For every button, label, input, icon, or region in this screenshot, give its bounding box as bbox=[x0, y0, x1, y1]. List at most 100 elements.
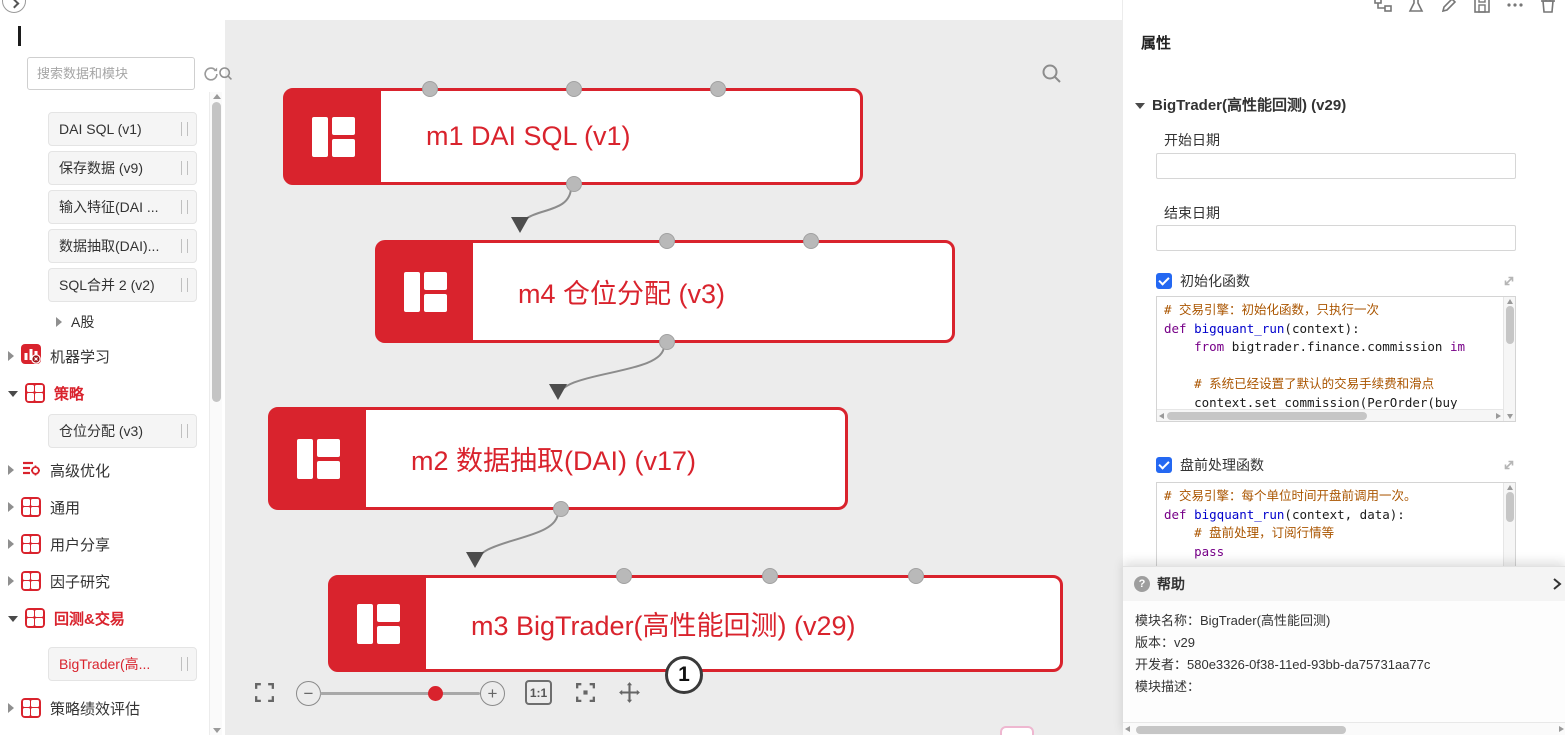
module-item-data-extract[interactable]: 数据抽取(DAI)... bbox=[48, 229, 197, 263]
hscroll-thumb[interactable] bbox=[1136, 725, 1346, 734]
start-date-input[interactable] bbox=[1156, 153, 1516, 179]
pre-trading-code-editor[interactable]: # 交易引擎：每个单位时间开盘前调用一次。def bigquant_run(co… bbox=[1156, 482, 1516, 574]
help-hscrollbar[interactable] bbox=[1123, 722, 1565, 735]
trash-icon[interactable] bbox=[1537, 0, 1559, 15]
editor-hscrollbar[interactable] bbox=[1157, 409, 1503, 421]
drag-handle-icon[interactable] bbox=[181, 200, 188, 214]
drag-handle-icon[interactable] bbox=[181, 239, 188, 253]
module-item-input-features[interactable]: 输入特征(DAI ... bbox=[48, 190, 197, 224]
collapse-right-icon[interactable] bbox=[1552, 577, 1562, 591]
output-port[interactable] bbox=[553, 501, 569, 517]
drag-handle-icon[interactable] bbox=[181, 424, 188, 438]
fullscreen-icon[interactable] bbox=[252, 680, 277, 705]
node-m1[interactable]: m1 DAI SQL (v1) bbox=[283, 81, 863, 192]
input-port[interactable] bbox=[566, 81, 582, 97]
zoom-in-button[interactable]: + bbox=[480, 681, 505, 706]
sidebar-collapse-button[interactable] bbox=[14, 26, 32, 46]
code-content[interactable]: # 交易引擎：每个单位时间开盘前调用一次。def bigquant_run(co… bbox=[1164, 488, 1417, 559]
drag-handle-icon[interactable] bbox=[181, 122, 188, 136]
scroll-down-icon[interactable] bbox=[1506, 414, 1513, 419]
zoom-slider-handle[interactable] bbox=[428, 686, 443, 701]
caret-right-icon[interactable] bbox=[8, 703, 14, 713]
scroll-left-icon[interactable] bbox=[1125, 726, 1130, 732]
hscroll-thumb[interactable] bbox=[1167, 412, 1367, 420]
partial-node[interactable] bbox=[1000, 726, 1034, 735]
pre-trading-checkbox[interactable] bbox=[1156, 457, 1172, 473]
caret-right-icon[interactable] bbox=[8, 351, 14, 361]
caret-down-icon[interactable] bbox=[1135, 102, 1145, 109]
group-strategy[interactable]: 策略 bbox=[0, 378, 209, 408]
expand-editor-icon[interactable] bbox=[1502, 274, 1516, 288]
fit-view-icon[interactable] bbox=[573, 680, 598, 705]
pan-tool-icon[interactable] bbox=[617, 680, 642, 705]
vscroll-thumb[interactable] bbox=[1506, 492, 1514, 522]
caret-right-icon[interactable] bbox=[8, 576, 14, 586]
edge-m2-m3[interactable] bbox=[466, 511, 559, 568]
group-common[interactable]: 通用 bbox=[0, 492, 209, 522]
node-m4[interactable]: m4 仓位分配 (v3) bbox=[375, 233, 955, 350]
group-user-share[interactable]: 用户分享 bbox=[0, 529, 209, 559]
group-machine-learning[interactable]: 机器学习 bbox=[0, 341, 209, 371]
module-item-bigtrader[interactable]: BigTrader(高... bbox=[48, 647, 197, 681]
caret-right-icon[interactable] bbox=[56, 317, 62, 327]
end-date-input[interactable] bbox=[1156, 225, 1516, 251]
zoom-reset-button[interactable]: 1:1 bbox=[525, 680, 552, 705]
flask-icon[interactable] bbox=[1405, 0, 1427, 15]
input-port[interactable] bbox=[710, 81, 726, 97]
caret-down-icon[interactable] bbox=[8, 616, 18, 622]
edge-m4-m2[interactable] bbox=[549, 345, 665, 400]
group-performance-eval[interactable]: 策略绩效评估 bbox=[0, 693, 209, 723]
module-search-box[interactable] bbox=[27, 57, 232, 90]
search-input[interactable] bbox=[28, 66, 217, 81]
expand-editor-icon[interactable] bbox=[1502, 458, 1516, 472]
input-port[interactable] bbox=[908, 568, 924, 584]
group-backtest-trading[interactable]: 回测&交易 bbox=[0, 603, 209, 633]
output-port[interactable] bbox=[659, 334, 675, 350]
save-icon[interactable] bbox=[1471, 0, 1493, 15]
more-icon[interactable] bbox=[1504, 0, 1526, 15]
output-port[interactable] bbox=[566, 176, 582, 192]
input-port[interactable] bbox=[803, 233, 819, 249]
scroll-down-icon[interactable] bbox=[213, 728, 221, 733]
node-m2[interactable]: m2 数据抽取(DAI) (v17) bbox=[268, 407, 848, 517]
module-item-dai-sql[interactable]: DAI SQL (v1) bbox=[48, 112, 197, 146]
module-item-sql-merge[interactable]: SQL合并 2 (v2) bbox=[48, 268, 197, 302]
edit-icon[interactable] bbox=[1438, 0, 1460, 15]
drag-handle-icon[interactable] bbox=[181, 657, 188, 671]
init-function-checkbox[interactable] bbox=[1156, 273, 1172, 289]
edge-m1-m4[interactable] bbox=[511, 186, 572, 233]
input-port[interactable] bbox=[422, 81, 438, 97]
editor-vscrollbar[interactable] bbox=[1503, 483, 1515, 573]
scroll-up-icon[interactable] bbox=[1506, 485, 1513, 490]
caret-right-icon[interactable] bbox=[8, 502, 14, 512]
zoom-slider-track[interactable] bbox=[320, 692, 480, 695]
input-port[interactable] bbox=[616, 568, 632, 584]
sidebar-scrollbar-thumb[interactable] bbox=[212, 102, 221, 402]
editor-vscrollbar[interactable] bbox=[1503, 297, 1515, 421]
drag-handle-icon[interactable] bbox=[181, 278, 188, 292]
scroll-up-icon[interactable] bbox=[1506, 299, 1513, 304]
drag-handle-icon[interactable] bbox=[181, 161, 188, 175]
node-m3[interactable]: m3 BigTrader(高性能回测) (v29) bbox=[328, 568, 1063, 672]
scroll-up-icon[interactable] bbox=[213, 94, 221, 99]
input-port[interactable] bbox=[762, 568, 778, 584]
section-bigtrader[interactable]: BigTrader(高性能回测) (v29) bbox=[1135, 94, 1346, 115]
zoom-out-button[interactable]: − bbox=[296, 681, 321, 706]
refresh-icon[interactable] bbox=[201, 64, 221, 84]
module-item-save-data[interactable]: 保存数据 (v9) bbox=[48, 151, 197, 185]
caret-down-icon[interactable] bbox=[8, 391, 18, 397]
input-port[interactable] bbox=[659, 233, 675, 249]
scroll-left-icon[interactable] bbox=[1159, 413, 1164, 419]
scroll-right-icon[interactable] bbox=[1559, 726, 1564, 732]
flowchart-icon[interactable] bbox=[1372, 0, 1394, 15]
module-item-position-alloc[interactable]: 仓位分配 (v3) bbox=[48, 414, 197, 448]
caret-right-icon[interactable] bbox=[8, 539, 14, 549]
scroll-right-icon[interactable] bbox=[1496, 413, 1501, 419]
group-factor-research[interactable]: 因子研究 bbox=[0, 566, 209, 596]
search-icon[interactable] bbox=[217, 65, 234, 82]
sidebar-scrollbar[interactable] bbox=[209, 92, 222, 735]
flow-canvas[interactable]: m1 DAI SQL (v1) m4 仓位分配 (v3) m2 数据抽取(DAI… bbox=[225, 20, 1122, 735]
group-advanced-optimization[interactable]: 高级优化 bbox=[0, 455, 209, 485]
